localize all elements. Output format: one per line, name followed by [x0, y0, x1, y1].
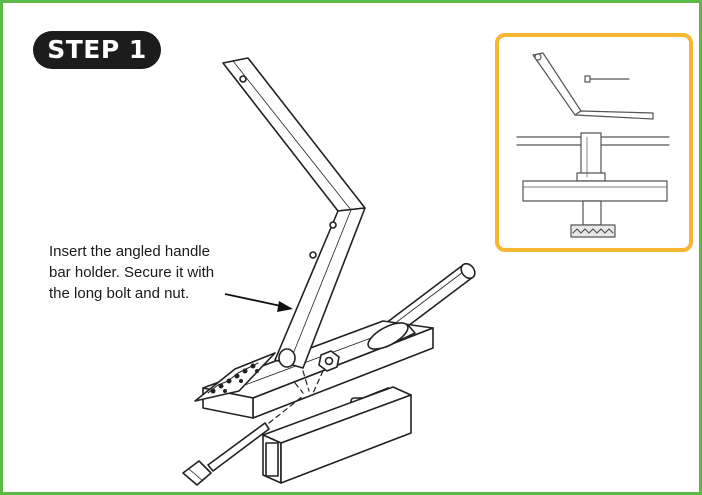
angled-holder [222, 57, 366, 369]
step-badge: STEP 1 [33, 31, 161, 69]
long-bolt [182, 422, 270, 486]
callout-arrow [224, 293, 293, 312]
square-tube [262, 386, 412, 484]
inset-illustration [516, 52, 670, 238]
instruction-text: Insert the angled handle bar holder. Sec… [49, 241, 264, 304]
foot-plate [194, 352, 276, 402]
inset-upright [576, 132, 606, 182]
main-illustration [182, 57, 476, 486]
inset-base-tube [522, 180, 668, 202]
inset-foot-plate [570, 224, 616, 238]
inset-post [582, 200, 602, 226]
instruction-line: the long bolt and nut. [49, 285, 190, 302]
instruction-line: bar holder. Secure it with [49, 264, 215, 281]
inset-diagram [495, 33, 693, 252]
inset-bolt [584, 75, 630, 83]
nut [318, 350, 340, 372]
instruction-line: Insert the angled handle [49, 243, 210, 260]
inset-angled-holder [532, 52, 654, 120]
